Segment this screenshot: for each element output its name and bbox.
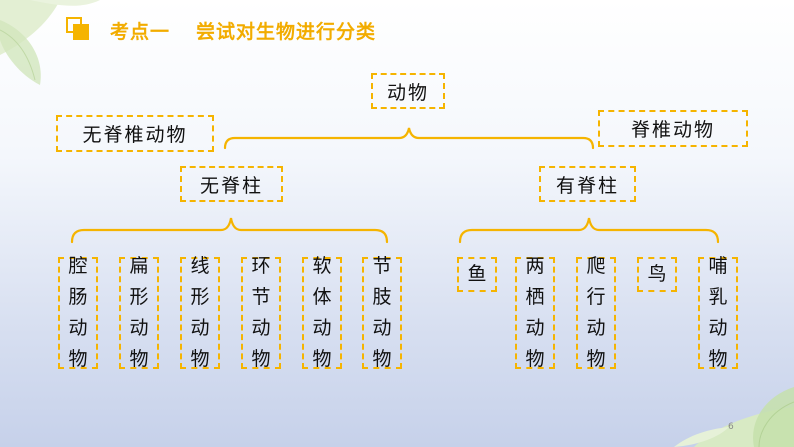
title-topic: 尝试对生物进行分类 (196, 20, 377, 43)
leaf-mammalia: 哺乳动物 (698, 255, 738, 370)
node-has-spine: 有脊柱 (539, 166, 636, 202)
label-invertebrate: 无脊椎动物 (56, 115, 214, 152)
leaf-arthropoda: 节肢动物 (362, 255, 402, 370)
title-bar: 考点一 尝试对生物进行分类 (66, 14, 376, 46)
node-no-spine: 无脊柱 (180, 166, 283, 202)
leaf-fish: 鱼 (457, 257, 497, 292)
brace-root (223, 127, 595, 150)
page-number: 6 (728, 422, 734, 432)
brace-vertebrate (458, 217, 720, 244)
page-title: 考点一 尝试对生物进行分类 (110, 17, 376, 44)
leaf-decoration-top-left (0, 0, 100, 85)
leaf-platyhelminthes: 扁形动物 (119, 255, 159, 370)
leaf-annelida: 环节动物 (241, 255, 281, 370)
brace-invertebrate (70, 217, 389, 244)
root-node-animal: 动物 (371, 73, 445, 109)
leaf-aves: 鸟 (637, 257, 677, 292)
leaf-coelenterata: 腔肠动物 (58, 255, 98, 370)
leaf-mollusca: 软体动物 (302, 255, 342, 370)
leaf-nematoda: 线形动物 (180, 255, 220, 370)
title-section: 考点一 (110, 20, 171, 43)
label-vertebrate: 脊椎动物 (598, 110, 748, 147)
leaf-reptilia: 爬行动物 (576, 255, 616, 370)
title-square-icon (66, 17, 92, 43)
leaf-decoration-bottom-right (674, 387, 794, 447)
leaf-amphibia: 两栖动物 (515, 255, 555, 370)
